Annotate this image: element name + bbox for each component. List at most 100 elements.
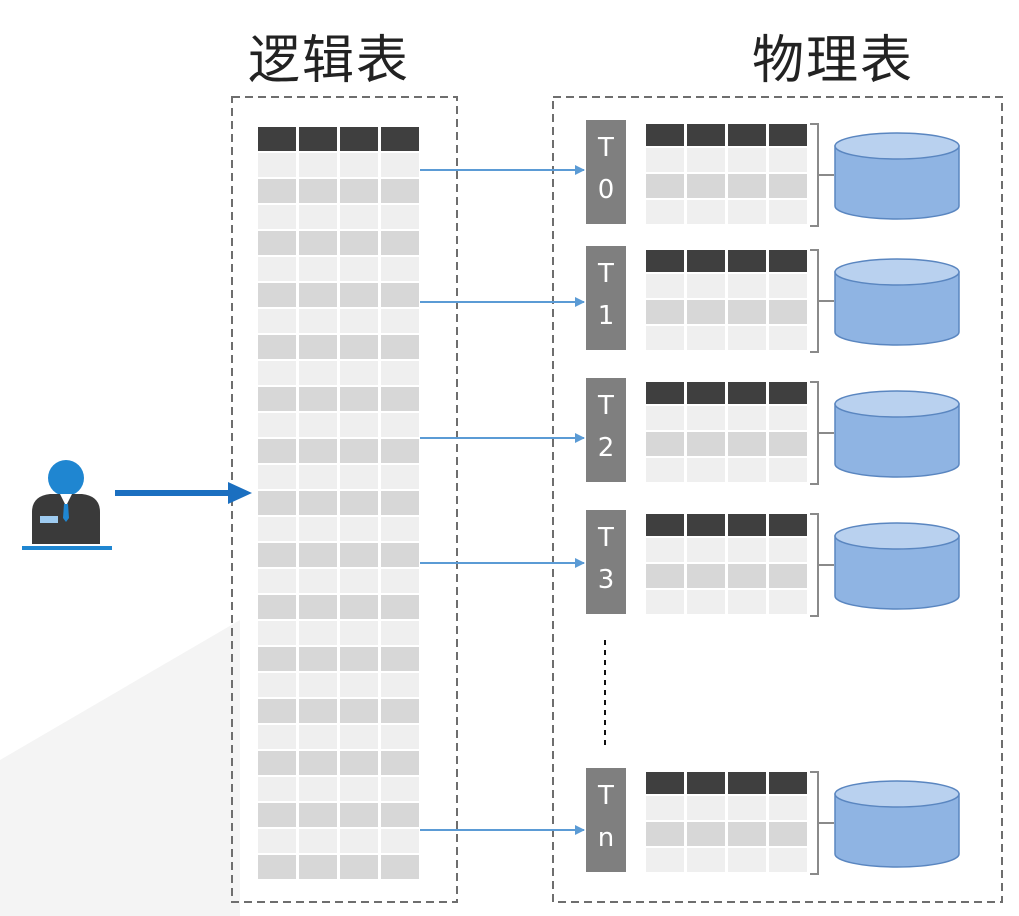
logical-table-cell — [299, 361, 337, 385]
shard-table-cell — [728, 274, 766, 298]
logical-table-cell — [299, 725, 337, 749]
user-collar — [60, 494, 72, 506]
logical-table-cell — [381, 673, 419, 697]
shard-label-letter: T — [597, 781, 614, 811]
logical-table-cell — [381, 569, 419, 593]
logical-table-cell — [258, 257, 296, 281]
logical-table-cell — [258, 855, 296, 879]
logical-table-cell — [381, 283, 419, 307]
shard-label-letter: T — [597, 133, 614, 163]
shard-table-cell — [728, 848, 766, 872]
logical-table-cell — [340, 829, 378, 853]
logical-table-cell — [299, 205, 337, 229]
logical-table-cell — [340, 179, 378, 203]
shard-table-cell — [769, 796, 807, 820]
logical-table-cell — [299, 699, 337, 723]
logical-table-cell — [299, 179, 337, 203]
shard-table-cell — [646, 326, 684, 350]
logical-table-cell — [299, 751, 337, 775]
shard-table-cell — [769, 326, 807, 350]
database-cylinder-body — [834, 403, 960, 478]
logical-table-cell — [299, 829, 337, 853]
logical-table-cell — [258, 595, 296, 619]
logical-table-cell — [381, 361, 419, 385]
logical-table-cell — [299, 413, 337, 437]
user-tie — [63, 504, 69, 522]
logical-table-cell — [340, 153, 378, 177]
logical-table-cell — [381, 543, 419, 567]
shard-table-cell — [728, 300, 766, 324]
logical-table-cell — [340, 673, 378, 697]
shard-table-cell — [646, 174, 684, 198]
logical-table-cell — [299, 309, 337, 333]
logical-table-cell — [340, 647, 378, 671]
logical-table-cell — [381, 439, 419, 463]
logical-table-title: 逻辑表 — [248, 31, 411, 91]
shard-header-cell — [769, 772, 807, 794]
logical-table-cell — [299, 465, 337, 489]
logical-table-cell — [258, 777, 296, 801]
shard-table-cell — [687, 848, 725, 872]
shard-bracket — [810, 381, 834, 485]
logical-table-cell — [340, 725, 378, 749]
logical-table-cell — [381, 803, 419, 827]
shard-table-cell — [728, 200, 766, 224]
logical-table-cell — [340, 335, 378, 359]
logical-table-cell — [258, 517, 296, 541]
logical-table-cell — [258, 205, 296, 229]
shard-table-cell — [646, 848, 684, 872]
shard-header-cell — [687, 514, 725, 536]
logical-table-cell — [340, 465, 378, 489]
logical-header-cell — [299, 127, 337, 151]
shard-table-cell — [687, 564, 725, 588]
logical-table-cell — [340, 517, 378, 541]
logical-table-cell — [381, 231, 419, 255]
logical-table-cell — [258, 231, 296, 255]
logical-table-cell — [258, 751, 296, 775]
shard-table-cell — [769, 274, 807, 298]
logical-table-cell — [299, 517, 337, 541]
logical-table-cell — [340, 595, 378, 619]
shard-table-cell — [646, 300, 684, 324]
logical-table-cell — [299, 803, 337, 827]
database-cylinder-body — [834, 535, 960, 610]
shard-label-box — [586, 120, 626, 224]
shard-table-cell — [646, 406, 684, 430]
user-desk — [22, 546, 112, 550]
shard-label-letter: T — [597, 391, 614, 421]
logical-table-cell — [258, 673, 296, 697]
shard-table-cell — [728, 796, 766, 820]
logical-table-cell — [258, 309, 296, 333]
logical-table-cell — [299, 543, 337, 567]
logical-table-cell — [340, 621, 378, 645]
shard-table-cell — [646, 432, 684, 456]
shard-table-cell — [769, 406, 807, 430]
shard-table-cell — [728, 326, 766, 350]
logical-table-cell — [340, 413, 378, 437]
logical-table-cell — [299, 387, 337, 411]
logical-table-cell — [340, 439, 378, 463]
logical-table-cell — [299, 595, 337, 619]
logical-header-cell — [340, 127, 378, 151]
logical-table — [258, 127, 419, 879]
shard-table-cell — [646, 564, 684, 588]
shard-label-box — [586, 510, 626, 614]
logical-table-cell — [258, 569, 296, 593]
shard-label-box — [586, 246, 626, 350]
logical-table-cell — [258, 335, 296, 359]
logical-table-cell — [258, 361, 296, 385]
shard-bracket — [810, 513, 834, 617]
logical-table-cell — [299, 439, 337, 463]
shard-header-cell — [646, 772, 684, 794]
database-cylinder-body — [834, 793, 960, 868]
database-cylinder-top — [834, 258, 960, 286]
shard-table-cell — [728, 406, 766, 430]
logical-table-cell — [299, 673, 337, 697]
logical-table-cell — [381, 517, 419, 541]
shard-bracket — [810, 249, 834, 353]
database-cylinder-top — [834, 522, 960, 550]
logical-table-cell — [381, 647, 419, 671]
shard-table-cell — [769, 432, 807, 456]
shard-table-cell — [769, 300, 807, 324]
